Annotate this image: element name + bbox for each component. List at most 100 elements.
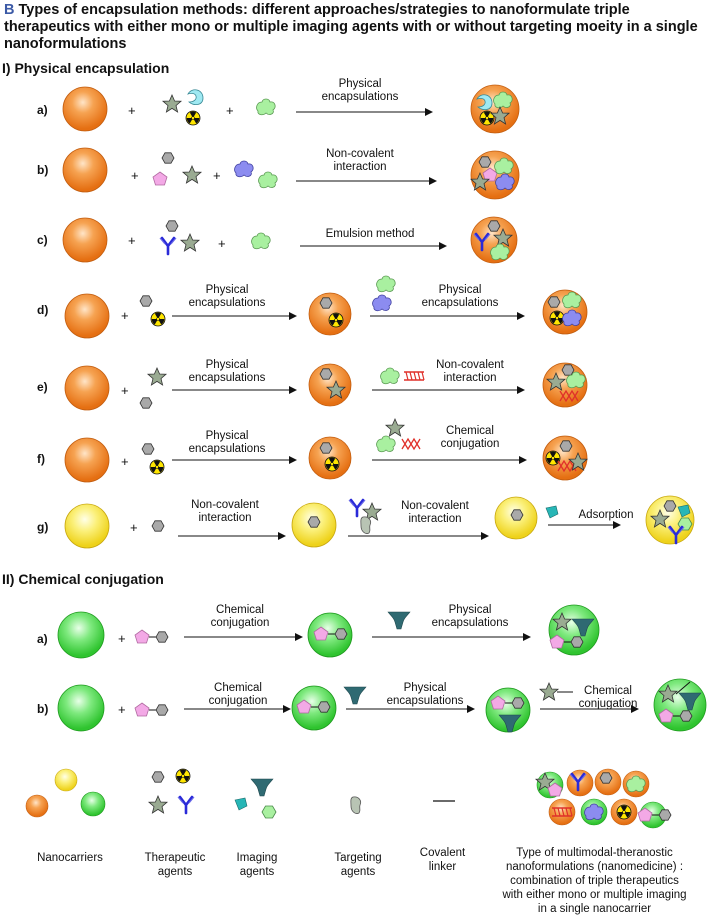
radiation-icon [149, 459, 165, 475]
row-label-iib: b) [37, 702, 49, 716]
arrow-label-iib3: Chemical conjugation [578, 685, 638, 710]
arrow-label-id2: Physical encapsulations [421, 284, 499, 309]
imaging-teal [343, 686, 367, 705]
plus-sign: + [121, 454, 129, 469]
therapeutic-hexagon [139, 397, 153, 409]
arrow-label-iib2: Physical encapsulations [386, 682, 464, 707]
nanocarrier-green [57, 684, 105, 732]
legend-yellow-nanocarrier [54, 768, 78, 792]
section-physical-title: I) Physical encapsulation [2, 60, 170, 76]
product-iia1 [307, 612, 353, 658]
therapeutic-hexagon [478, 156, 492, 168]
radiation-icon [545, 450, 561, 466]
row-iia [57, 604, 600, 659]
therapeutic-dna [403, 371, 425, 381]
legend [25, 768, 671, 829]
plus-sign: + [118, 702, 126, 717]
row-ib [62, 147, 520, 200]
plus-sign: + [128, 233, 136, 248]
therapeutic-star [539, 682, 559, 701]
therapeutic-hexagon [151, 520, 165, 532]
row-label-if: f) [37, 452, 45, 466]
legend-radiation-icon [175, 768, 191, 784]
row-label-ig: g) [37, 520, 49, 534]
therapeutic-hexagon [559, 440, 573, 452]
imaging-teal-small [545, 505, 559, 519]
therapeutic-star [162, 94, 182, 113]
radiation-icon [328, 312, 344, 328]
plus-sign: + [131, 168, 139, 183]
row-ie [64, 362, 588, 411]
arrow-label-ig3: Adsorption [578, 509, 634, 521]
plus-sign: + [226, 103, 234, 118]
therapeutic-hexagon [165, 220, 179, 232]
arrow-label-if1: Physical encapsulations [188, 430, 266, 455]
therapeutic-conjugate [135, 703, 168, 716]
therapeutic-hexagon [319, 442, 333, 454]
arrow-label-ib: Non-covalent interaction [326, 148, 394, 173]
therapeutic-star [385, 418, 405, 437]
arrow-label-iia2: Physical encapsulations [431, 604, 509, 629]
row-label-iia: a) [37, 632, 48, 646]
row-ia [62, 84, 520, 134]
imaging-cloud-blue [234, 160, 254, 178]
plus-sign: + [213, 168, 221, 183]
radiation-icon [324, 456, 340, 472]
row-label-id: d) [37, 303, 49, 317]
row-ic [62, 216, 518, 264]
legend-linker-label: Covalent linker [419, 847, 466, 873]
arrow-label-ig2: Non-covalent interaction [401, 500, 469, 525]
arrow-label-ig1: Non-covalent interaction [191, 499, 259, 524]
nanocarrier-orange [62, 217, 108, 263]
therapeutic-hexagon [139, 295, 153, 307]
imaging-cloud-green [256, 98, 276, 116]
targeting-antibody [347, 498, 367, 518]
therapeutic-hexagon [487, 220, 501, 232]
therapeutic-hexagon [547, 296, 561, 308]
legend-imaging-label: Imaging agents [236, 852, 278, 878]
imaging-cloud-blue [372, 294, 392, 312]
therapeutic-hexagon [319, 368, 333, 380]
legend-targeting-label: Targeting agents [334, 852, 382, 878]
imaging-teal [387, 611, 411, 630]
imaging-cloud-green [376, 435, 396, 453]
nanocarrier-orange [64, 437, 110, 483]
therapeutic-hexagon [141, 443, 155, 455]
section-chemical-title: II) Chemical conjugation [2, 571, 164, 587]
therapeutic-hexagon [510, 509, 524, 521]
legend-bean [350, 796, 362, 814]
arrow-label-id1: Physical encapsulations [188, 284, 266, 309]
legend-hexagon [151, 771, 165, 783]
arrow-label-ic: Emulsion method [325, 228, 415, 240]
title-text: Types of encapsulation methods: differen… [4, 2, 698, 52]
legend-multimodal-cluster [535, 768, 671, 829]
legend-teal [250, 778, 274, 797]
arrow-label-iia1: Chemical conjugation [210, 604, 270, 629]
therapeutic-hexagon [319, 297, 333, 309]
legend-antibody [176, 795, 196, 815]
plus-sign: + [128, 103, 136, 118]
therapeutic-star [147, 367, 167, 386]
nanocarrier-orange [64, 293, 110, 339]
radiation-icon [150, 311, 166, 327]
arrow-label-ie2: Non-covalent interaction [436, 359, 504, 384]
product-iib1 [291, 685, 337, 731]
therapeutic-dna [401, 438, 421, 450]
arrow-label-iib1: Chemical conjugation [208, 682, 268, 707]
therapeutic-hexagon [307, 516, 321, 528]
nanocarrier-orange [62, 147, 108, 193]
row-label-ib: b) [37, 163, 49, 177]
radiation-icon [185, 110, 201, 126]
plus-sign: + [130, 520, 138, 535]
panel-letter: B [4, 2, 15, 18]
arrow-label-if2: Chemical conjugation [440, 425, 500, 450]
plus-sign: + [118, 631, 126, 646]
product-ia [470, 84, 520, 134]
therapeutic-pentagon [152, 171, 168, 186]
therapeutic-star [180, 233, 200, 252]
targeting-bean [360, 516, 372, 534]
row-label-ic: c) [37, 233, 48, 247]
legend-multimodal-label: Type of multimodal-theranostic nanoformu… [502, 847, 687, 915]
